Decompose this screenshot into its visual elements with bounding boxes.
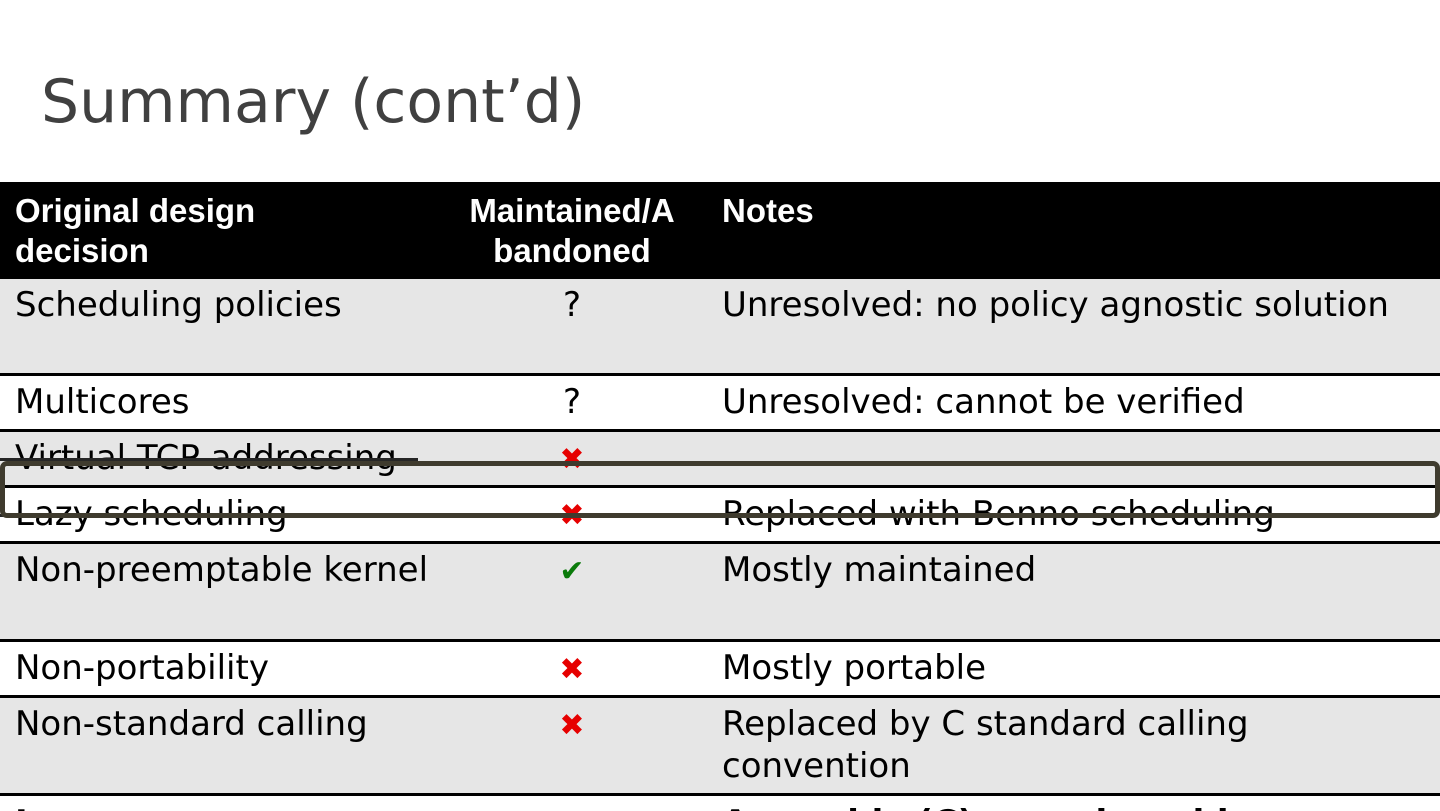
- cross-icon: ✖: [559, 442, 585, 477]
- notes-cell: Replaced with Benno scheduling: [722, 494, 1275, 534]
- status-cell: ✖: [436, 493, 708, 541]
- cross-icon: ✖: [559, 708, 585, 743]
- decision-cell: Scheduling policies: [15, 285, 342, 325]
- decision-cell: Multicores: [15, 382, 190, 422]
- table-row-struck: Virtual TCP addressing ✖: [0, 432, 1440, 488]
- status-cell: ✖: [436, 647, 708, 695]
- status-cell: ✖: [436, 437, 708, 485]
- table-row: Non-standard calling ✖ Replaced by C sta…: [0, 698, 1440, 796]
- notes-cell: Assembly (C) ... and ... able: [708, 803, 1272, 811]
- status-cell: ?: [436, 381, 708, 429]
- notes-cell: Unresolved: no policy agnostic solution: [722, 285, 1389, 325]
- table-row: Non-preemptable kernel ✔ Mostly maintain…: [0, 544, 1440, 642]
- notes-cell: Unresolved: cannot be verified: [722, 382, 1245, 422]
- status-cell: ✔: [436, 549, 708, 639]
- notes-cell: Mostly portable: [722, 648, 987, 688]
- status-cell: ✖: [436, 703, 708, 793]
- strikethrough-line: [0, 458, 418, 461]
- table-row: Multicores ? Unresolved: cannot be verif…: [0, 376, 1440, 432]
- strikethrough-line: [0, 514, 1306, 517]
- table-row-struck: Lazy scheduling ✖ Replaced with Benno sc…: [0, 488, 1440, 544]
- notes-cell: Replaced by C standard calling conventio…: [722, 704, 1249, 786]
- header-notes: Notes: [722, 192, 814, 229]
- decision-cell: I: [0, 803, 436, 811]
- check-icon: ✔: [559, 554, 585, 589]
- table-row: Non-portability ✖ Mostly portable: [0, 642, 1440, 698]
- question-mark-icon: ?: [562, 285, 582, 325]
- table-row-cut-off: I Assembly (C) ... and ... able: [0, 797, 1440, 811]
- question-mark-icon: ?: [562, 382, 582, 422]
- decision-cell: Virtual TCP addressing: [15, 438, 397, 478]
- notes-cell: Mostly maintained: [722, 550, 1037, 590]
- cross-icon: ✖: [559, 652, 585, 687]
- status-cell: ?: [436, 284, 708, 373]
- slide-title: Summary (cont’d): [41, 67, 586, 137]
- decision-cell: Non-portability: [15, 648, 269, 688]
- notes-cell: [708, 437, 1440, 485]
- decision-cell: Lazy scheduling: [15, 494, 288, 534]
- table-row: Scheduling policies ? Unresolved: no pol…: [0, 279, 1440, 376]
- decision-cell: Non-preemptable kernel: [15, 550, 429, 590]
- decision-cell: Non-standard calling: [15, 704, 368, 744]
